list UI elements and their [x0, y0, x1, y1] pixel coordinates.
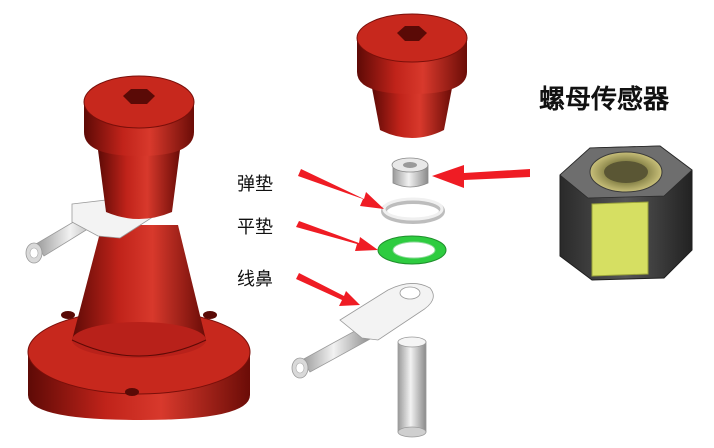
exploded-nut-sensor	[391, 157, 429, 188]
hex-socket-icon	[397, 26, 427, 41]
arrow-icon	[296, 221, 378, 251]
assembled-bolt-head	[83, 75, 195, 219]
spring-washer-label: 弹垫	[237, 174, 273, 195]
flat-washer-label: 平垫	[237, 217, 273, 238]
cable-lug-label: 线鼻	[237, 269, 273, 290]
exploded-view	[291, 13, 468, 438]
callout-arrows	[296, 165, 530, 306]
cable-lug-part	[291, 283, 434, 379]
arrow-icon	[298, 169, 384, 209]
cone-body	[71, 225, 207, 358]
exploded-bolt	[356, 13, 468, 138]
mount-hole	[203, 311, 217, 319]
arrow-icon	[296, 273, 360, 306]
nut-sensor-closeup	[559, 145, 693, 281]
nut-sensor-title: 螺母传感器	[539, 85, 670, 115]
arrow-icon	[432, 165, 530, 188]
mount-hole	[125, 388, 139, 396]
spring-washer-part	[381, 197, 445, 224]
sensor-window	[591, 201, 649, 277]
hex-socket-icon	[123, 89, 155, 104]
assembled-view	[25, 75, 251, 420]
flat-washer-part	[377, 235, 447, 265]
stud-pin-part	[397, 336, 427, 438]
mount-hole	[61, 311, 75, 319]
